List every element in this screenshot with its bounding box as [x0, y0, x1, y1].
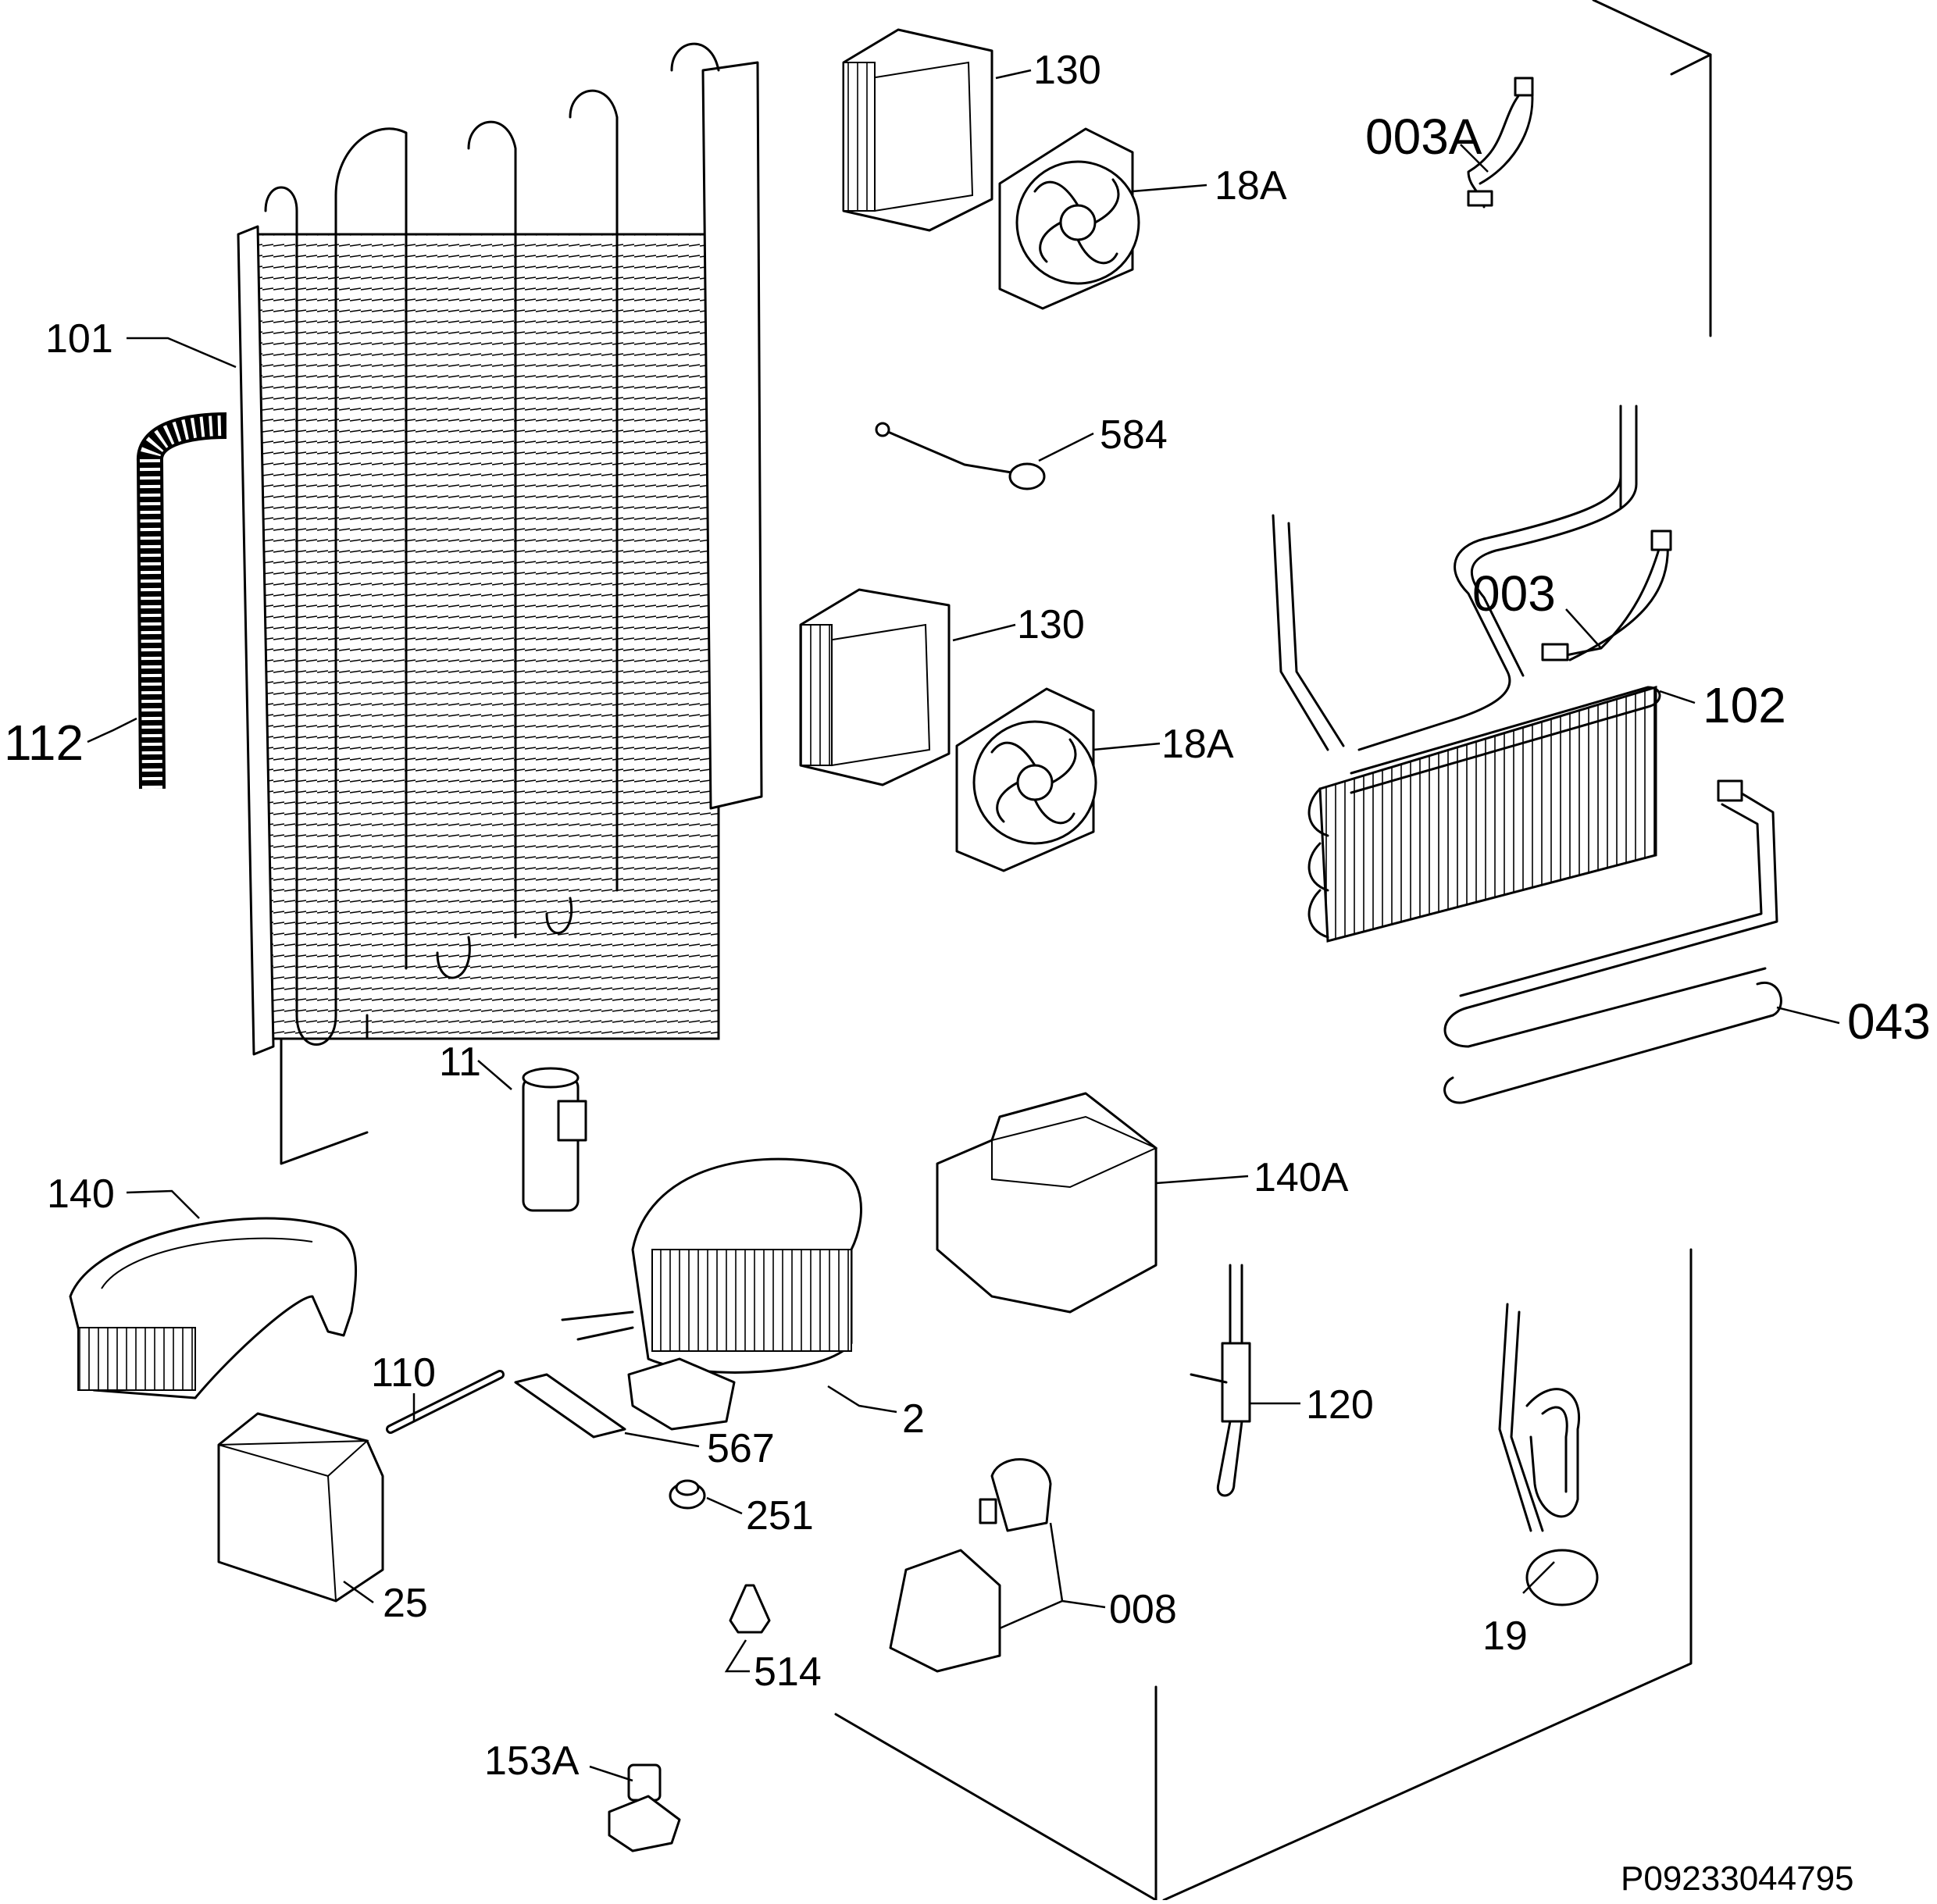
capacitor-part-11	[522, 1067, 587, 1212]
label-003a: 003A	[1365, 109, 1482, 165]
label-251: 251	[746, 1493, 814, 1539]
label-120: 120	[1306, 1382, 1374, 1428]
valve-part-153a	[608, 1763, 681, 1852]
wiring-harness-part-003	[1541, 529, 1672, 661]
callout-labels: 101 112 130 18A 003A 584 130 18A 003 102…	[4, 48, 1931, 1898]
drip-tray-part-140	[69, 1217, 358, 1399]
label-11: 11	[439, 1039, 481, 1085]
label-2: 2	[902, 1396, 925, 1442]
condenser-part-101	[237, 42, 763, 1165]
label-110: 110	[371, 1350, 436, 1396]
fan-housing-part-130-upper	[842, 28, 993, 232]
label-567: 567	[707, 1426, 775, 1471]
heater-part-19	[1498, 1303, 1599, 1606]
label-18a-lower: 18A	[1161, 722, 1234, 767]
label-102: 102	[1703, 677, 1786, 733]
label-112: 112	[4, 715, 84, 771]
label-101: 101	[45, 316, 113, 362]
heater-part-043	[1443, 779, 1782, 1104]
foot-part-514	[729, 1584, 771, 1634]
label-003: 003	[1472, 565, 1556, 622]
fan-part-18a-lower	[955, 687, 1097, 872]
label-043: 043	[1847, 993, 1931, 1050]
relay-part-008	[889, 1458, 1052, 1673]
label-140: 140	[47, 1171, 115, 1217]
diagram-code: P09233044795	[1621, 1859, 1854, 1898]
label-140a: 140A	[1254, 1155, 1349, 1200]
label-19: 19	[1482, 1613, 1528, 1659]
evaporator-part-102	[1272, 405, 1661, 943]
drain-hose-part-112	[137, 412, 227, 790]
pipe-part-110	[386, 1370, 505, 1434]
label-008: 008	[1109, 1587, 1177, 1632]
sensor-part-120	[1190, 1264, 1251, 1497]
cabinet-outline	[834, 0, 1712, 1902]
label-130-lower: 130	[1017, 602, 1085, 647]
label-130-upper: 130	[1033, 48, 1101, 93]
label-18a-upper: 18A	[1215, 163, 1287, 209]
label-153a: 153A	[484, 1738, 580, 1784]
label-514: 514	[754, 1649, 822, 1695]
sensor-part-584	[875, 422, 1046, 490]
label-25: 25	[383, 1581, 428, 1626]
mounting-plate-part-567	[514, 1373, 626, 1439]
grommet-part-251	[669, 1479, 706, 1510]
leader-lines	[87, 69, 1840, 1782]
relay-part-25	[217, 1412, 384, 1603]
fan-part-18a-upper	[998, 127, 1140, 310]
fan-housing-part-130-lower	[799, 588, 951, 786]
label-584: 584	[1100, 412, 1168, 458]
relay-cover-part-140a	[936, 1092, 1158, 1314]
compressor-part-2	[561, 1157, 862, 1431]
